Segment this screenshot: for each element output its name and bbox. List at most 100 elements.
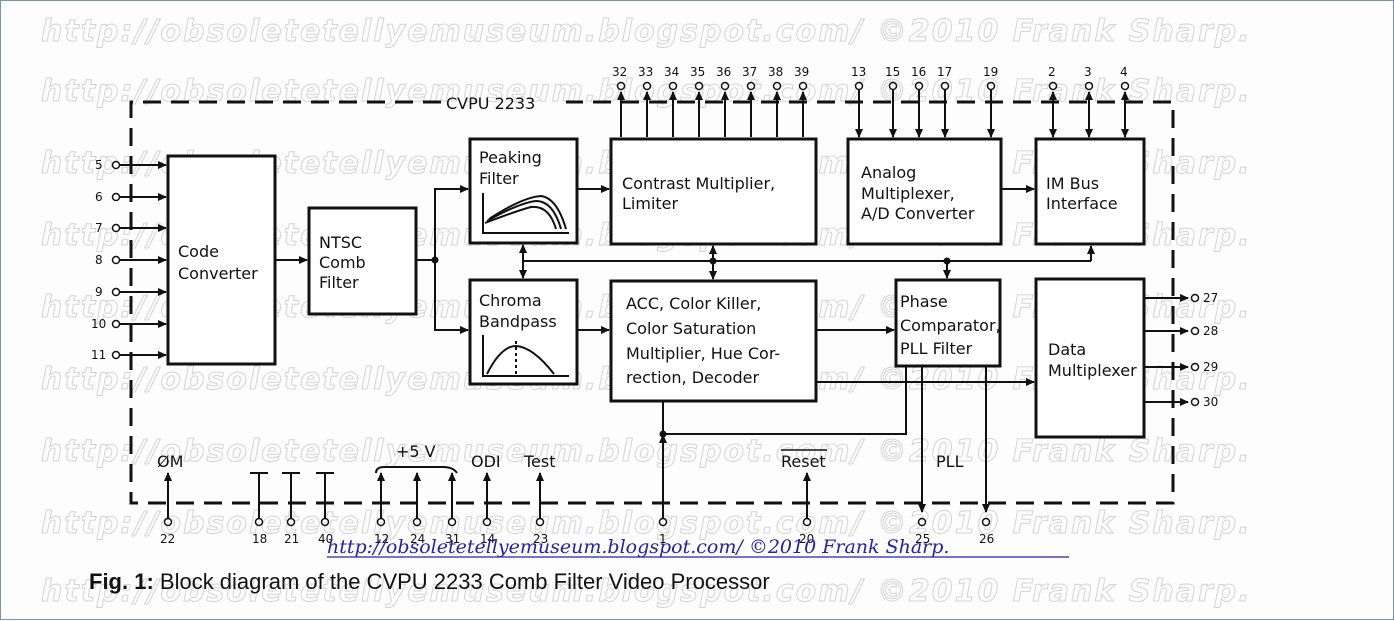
pin-row: 10 xyxy=(91,317,167,331)
code-converter-label: Converter xyxy=(178,264,258,283)
right-pins: 27 28 29 30 xyxy=(1144,291,1218,409)
caption-text: Block diagram of the CVPU 2233 Comb Filt… xyxy=(154,569,770,594)
watermark-line: http://obsoletetellyemuseum.blogspot.com… xyxy=(41,506,1252,541)
left-pins: 5 6 7 8 9 10 11 xyxy=(91,158,167,362)
figure-caption: Fig. 1: Block diagram of the CVPU 2233 C… xyxy=(89,569,770,594)
pin-col: 15 xyxy=(885,65,900,138)
reset-label: Reset xyxy=(781,452,826,471)
data-mux-label: Multiplexer xyxy=(1048,361,1137,380)
pin-number: 39 xyxy=(794,65,809,79)
pin-number: 11 xyxy=(91,348,106,362)
pin-number: 2 xyxy=(1048,65,1056,79)
phase-label: PLL Filter xyxy=(900,339,973,358)
phase-label: Phase xyxy=(900,292,948,311)
pin-number: 10 xyxy=(91,317,106,331)
pin-row: 9 xyxy=(95,285,167,299)
pin-col: 33 xyxy=(638,65,653,137)
code-converter-label: Code xyxy=(178,242,219,261)
pin-number: 7 xyxy=(95,221,103,235)
pin-number: 30 xyxy=(1203,395,1218,409)
pin-number: 6 xyxy=(95,190,103,204)
ntsc-comb-label: Filter xyxy=(319,273,359,292)
ntsc-comb-label: Comb xyxy=(319,253,366,272)
acc-label: ACC, Color Killer, xyxy=(626,294,761,313)
pin-number: 20 xyxy=(799,532,814,546)
im-bus-label: IM Bus xyxy=(1046,174,1099,193)
pin-col: 26 xyxy=(979,366,994,546)
pin-number: 21 xyxy=(284,532,299,546)
pin-number: 16 xyxy=(911,65,926,79)
im-bus-label: Interface xyxy=(1046,194,1118,213)
ntsc-comb-filter-block xyxy=(307,206,418,316)
pin-number: 25 xyxy=(915,532,930,546)
test-label: Test xyxy=(523,452,556,471)
pin-col: 40 xyxy=(316,472,334,546)
acc-label: rection, Decoder xyxy=(626,368,759,387)
pin-number: 4 xyxy=(1120,65,1128,79)
peaking-label: Filter xyxy=(479,169,519,188)
pin-number: 23 xyxy=(533,532,548,546)
pin-number: 26 xyxy=(979,532,994,546)
pin-row: 27 xyxy=(1144,291,1218,305)
pin-number: 19 xyxy=(983,65,998,79)
pll-label: PLL xyxy=(936,452,964,471)
analog-mux-label: Multiplexer, xyxy=(861,184,955,203)
watermark-line: http://obsoletetellyemuseum.blogspot.com… xyxy=(41,14,1252,49)
watermark-line: http://obsoletetellyemuseum.blogspot.com… xyxy=(41,574,1252,609)
watermark-line: http://obsoletetellyemuseum.blogspot.com… xyxy=(41,434,1252,469)
chip-outline xyxy=(129,100,1175,505)
pin-col: 34 xyxy=(664,65,679,137)
plus5v-label: +5 V xyxy=(396,442,436,461)
chip-title: CVPU 2233 xyxy=(446,94,535,113)
pin-col: 24 xyxy=(410,472,425,546)
pin-number: 17 xyxy=(937,65,952,79)
pin-number: 37 xyxy=(742,65,757,79)
signal-lines xyxy=(275,185,1095,438)
pin-number: 33 xyxy=(638,65,653,79)
chroma-response-graph xyxy=(482,335,569,377)
pin-row: 8 xyxy=(95,253,167,267)
data-multiplexer-block xyxy=(1034,277,1146,439)
pin-row: 30 xyxy=(1144,395,1218,409)
pin-col: 3 xyxy=(1084,65,1094,138)
contrast-multiplier-block xyxy=(609,137,818,246)
pin-row: 7 xyxy=(95,221,167,235)
pin-row: 29 xyxy=(1144,360,1218,374)
phase-comparator-block xyxy=(894,278,1002,368)
caption-figure-number: Fig. 1: xyxy=(89,569,154,594)
acc-label: Color Saturation xyxy=(626,319,756,338)
chroma-bandpass-block xyxy=(468,278,579,386)
contrast-label: Contrast Multiplier, xyxy=(622,174,775,193)
odi-label: ODI xyxy=(471,452,501,471)
pin-number: 35 xyxy=(690,65,705,79)
pin-col: 23 xyxy=(533,472,548,546)
pin-col: 4 xyxy=(1120,65,1130,138)
pin-col: 2 xyxy=(1048,65,1058,138)
chroma-label: Chroma xyxy=(479,291,542,310)
acc-label: Multiplier, Hue Cor- xyxy=(626,344,780,363)
peaking-response-graph xyxy=(482,193,569,234)
blog-url-link[interactable]: http://obsoletetellyemuseum.blogspot.com… xyxy=(327,536,949,558)
peaking-label: Peaking xyxy=(479,148,542,167)
pin-row: 11 xyxy=(91,348,167,362)
pin-number: 9 xyxy=(95,285,103,299)
pin-col: 37 xyxy=(742,65,757,137)
pin-row: 28 xyxy=(1144,324,1218,338)
pin-number: 24 xyxy=(410,532,425,546)
pin-col: 17 xyxy=(937,65,952,138)
pin-col: 19 xyxy=(983,65,998,138)
pin-number: 38 xyxy=(768,65,783,79)
contrast-label: Limiter xyxy=(622,194,679,213)
pin-number: 22 xyxy=(160,532,175,546)
pin-number: 40 xyxy=(318,532,333,546)
pin-number: 3 xyxy=(1084,65,1092,79)
pin-col: 16 xyxy=(911,65,926,138)
pin-col: 21 xyxy=(282,472,300,546)
analog-multiplexer-block xyxy=(846,137,1003,246)
pin-number: 13 xyxy=(851,65,866,79)
pin-number: 1 xyxy=(659,532,667,546)
pin-col: 36 xyxy=(716,65,731,137)
om-label: ØM xyxy=(157,452,183,471)
plus5v-brace xyxy=(375,466,458,474)
